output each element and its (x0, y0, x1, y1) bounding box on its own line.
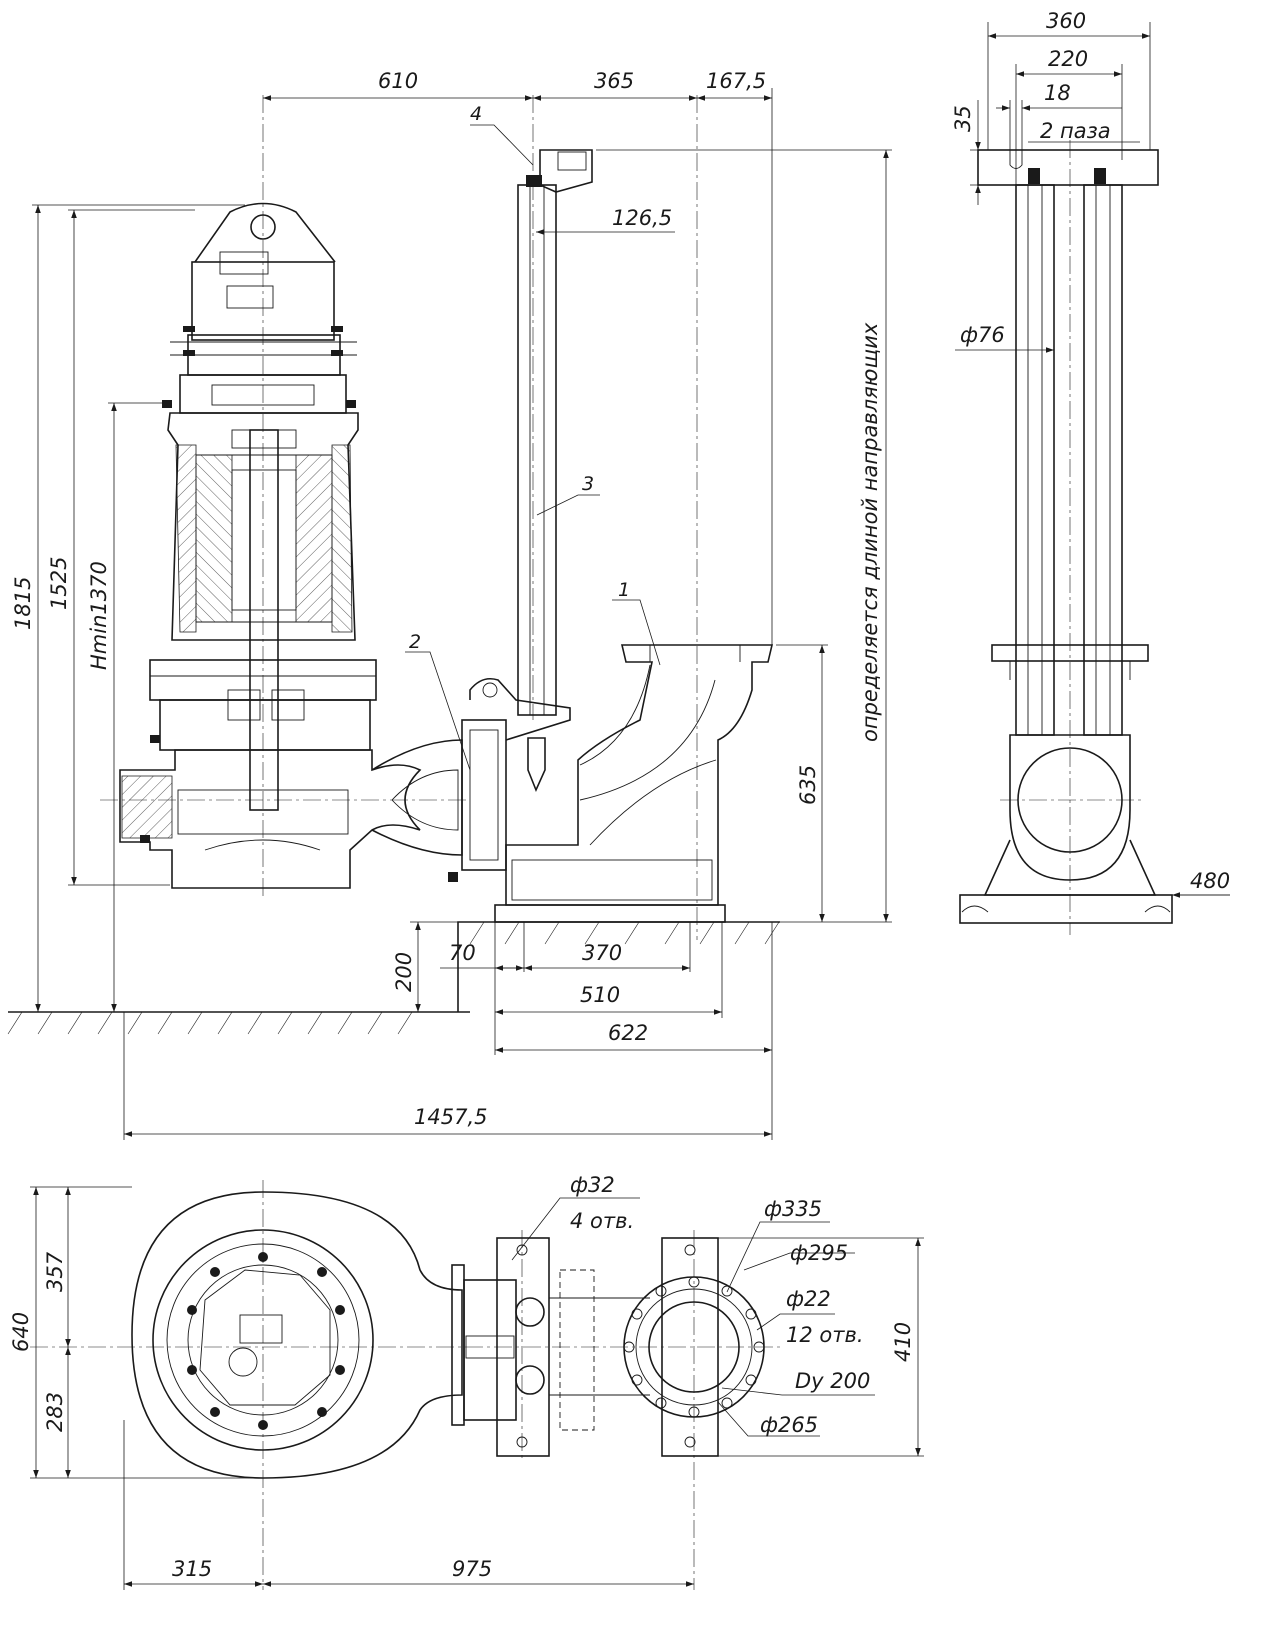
dim-1525: 1525 (47, 557, 71, 610)
top-dimensions: 610 365 167,5 126,5 (263, 69, 773, 645)
dim-622: 622 (608, 1021, 648, 1045)
pump-motor (119, 202, 463, 889)
dim-hmin-1370: Hmin1370 (87, 561, 111, 670)
height-dimensions: 1815 1525 Hmin1370 (11, 204, 245, 1012)
dim-126-5: 126,5 (612, 206, 672, 230)
side-view: 360 220 18 2 паза 35 ф76 480 (951, 9, 1230, 935)
dim-640: 640 (9, 1312, 33, 1352)
coupling-bracket (448, 677, 571, 882)
dim-d76: ф76 (960, 323, 1005, 347)
callout-1: 1 (618, 579, 630, 601)
dim-975: 975 (452, 1557, 492, 1581)
guide-rails (517, 149, 593, 716)
dim-18: 18 (1044, 81, 1071, 105)
dim-610: 610 (378, 69, 418, 93)
right-dimensions: 635 определяется длиной направляющих (596, 149, 892, 923)
position-callouts: 4 3 2 1 (405, 103, 661, 771)
dim-480: 480 (1190, 869, 1230, 893)
dim-220: 220 (1048, 47, 1088, 71)
callout-4: 4 (470, 103, 482, 125)
holes-12-label: 12 отв. (786, 1323, 864, 1347)
dim-d295: ф295 (790, 1241, 848, 1265)
dim-70: 70 (449, 941, 476, 965)
dim-d265: ф265 (760, 1413, 818, 1437)
dy-200-label: Dy 200 (795, 1369, 870, 1393)
dim-365: 365 (594, 69, 634, 93)
dim-370: 370 (582, 941, 622, 965)
dim-1815: 1815 (11, 577, 35, 630)
dim-200: 200 (392, 952, 416, 992)
dim-510: 510 (580, 983, 620, 1007)
dim-d335: ф335 (764, 1197, 822, 1221)
dim-35: 35 (951, 105, 975, 132)
dim-410: 410 (891, 1322, 915, 1362)
dim-167-5: 167,5 (706, 69, 766, 93)
dim-635: 635 (796, 765, 820, 805)
guide-length-note: определяется длиной направляющих (858, 322, 882, 742)
plan-view: 640 357 283 315 975 410 ф32 4 отв. ф335 … (9, 1173, 924, 1590)
dim-283: 283 (43, 1392, 67, 1432)
dim-357: 357 (43, 1251, 67, 1292)
dim-360: 360 (1046, 9, 1086, 33)
callout-3: 3 (582, 473, 594, 495)
dim-1457-5: 1457,5 (414, 1105, 487, 1129)
bottom-dimensions: 200 70 370 510 622 1457,5 (123, 921, 773, 1140)
holes-4-label: 4 отв. (570, 1209, 634, 1233)
slots-label: 2 паза (1040, 119, 1111, 143)
dim-d22: ф22 (786, 1287, 831, 1311)
duckfoot-elbow (494, 644, 774, 923)
dim-d32: ф32 (570, 1173, 615, 1197)
callout-2: 2 (409, 631, 421, 653)
dim-315: 315 (172, 1557, 212, 1581)
front-view: 610 365 167,5 126,5 1815 1525 Hmin1370 6… (7, 69, 892, 1140)
